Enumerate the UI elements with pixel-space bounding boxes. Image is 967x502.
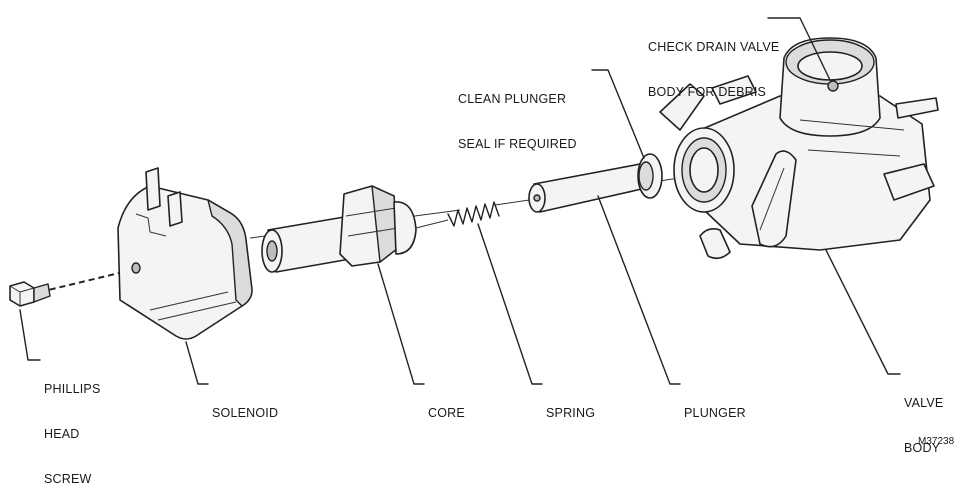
core-part <box>261 185 449 273</box>
label-clean-plunger-line1: CLEAN PLUNGER <box>458 92 567 106</box>
leader-phillips <box>19 309 41 361</box>
label-phillips-line3: SCREW <box>44 472 92 486</box>
label-phillips-line2: HEAD <box>44 427 80 441</box>
leader-clean-plunger <box>591 69 645 159</box>
plunger-part <box>528 153 663 213</box>
label-phillips-line1: PHILLIPS <box>44 382 101 396</box>
leader-spring <box>477 223 543 385</box>
label-clean-plunger: CLEAN PLUNGER SEAL IF REQUIRED <box>458 62 577 167</box>
label-solenoid: SOLENOID <box>212 376 278 436</box>
leader-check-drain <box>767 17 831 81</box>
label-check-drain-line2: BODY FOR DEBRIS <box>648 85 767 99</box>
label-clean-plunger-line2: SEAL IF REQUIRED <box>458 137 577 151</box>
leader-core <box>377 263 425 385</box>
label-valve-body-line1: VALVE <box>904 396 944 410</box>
spring-part <box>447 201 500 227</box>
solenoid-part <box>117 167 253 340</box>
figure-code-text: M37238 <box>918 436 955 447</box>
diagram-drawing <box>9 17 939 385</box>
label-plunger: PLUNGER <box>684 376 746 436</box>
label-check-drain-valve: CHECK DRAIN VALVE BODY FOR DEBRIS <box>648 10 779 115</box>
phillips-screw-part <box>9 281 51 307</box>
label-core-text: CORE <box>428 406 465 420</box>
exploded-valve-diagram: CHECK DRAIN VALVE BODY FOR DEBRIS CLEAN … <box>9 10 954 486</box>
valve-body-part <box>659 37 939 260</box>
label-spring-text: SPRING <box>546 406 596 420</box>
leader-valve-body <box>825 249 901 375</box>
label-plunger-text: PLUNGER <box>684 406 746 420</box>
figure-code: M37238 <box>918 404 954 464</box>
leader-solenoid <box>185 341 209 385</box>
label-phillips-head-screw: PHILLIPS HEAD SCREW <box>44 352 101 502</box>
label-core: CORE <box>428 376 465 436</box>
label-solenoid-text: SOLENOID <box>212 406 279 420</box>
label-check-drain-line1: CHECK DRAIN VALVE <box>648 40 780 54</box>
leader-plunger <box>597 195 681 385</box>
label-spring: SPRING <box>546 376 595 436</box>
